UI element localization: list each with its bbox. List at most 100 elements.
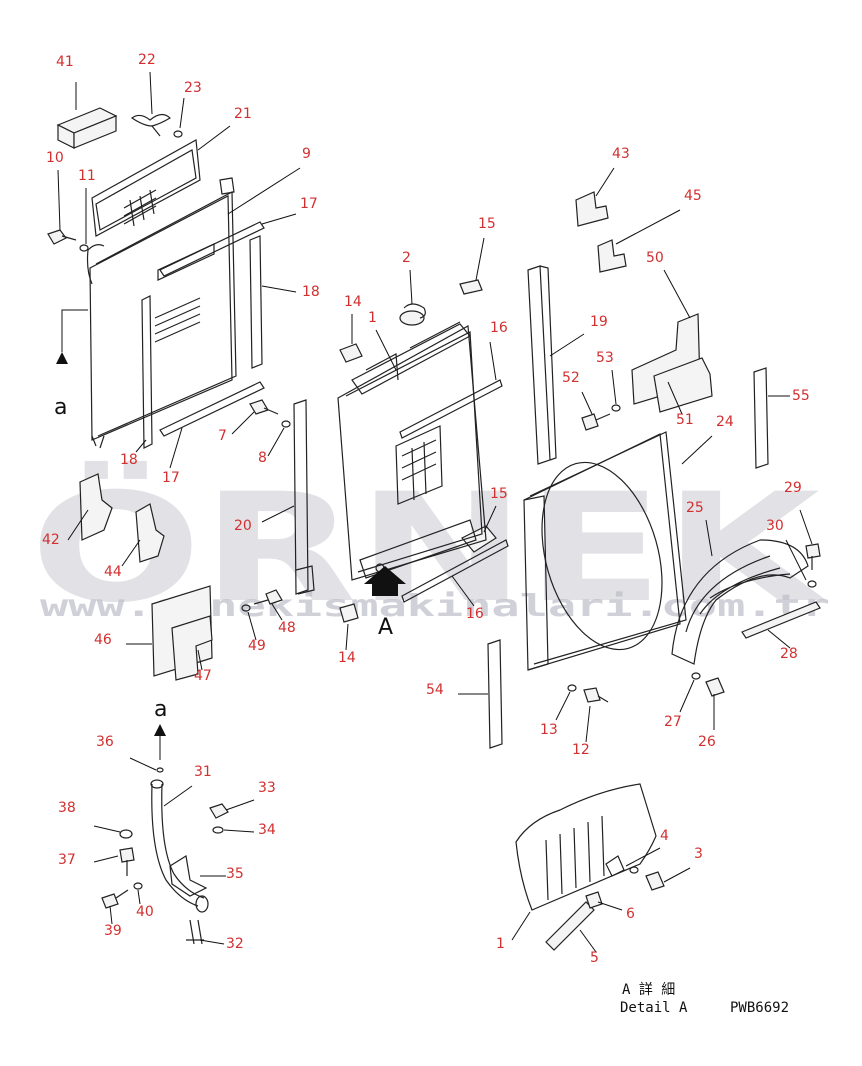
drawing-number: PWB6692 [730, 1000, 789, 1016]
part-19-post-icon [527, 265, 557, 465]
detail-caption: A 詳 細 Detail A PWB6692 [620, 982, 789, 1016]
callout-c16b: 16 [466, 606, 484, 622]
callout-c45: 45 [684, 188, 702, 204]
callout-c1a: 1 [368, 310, 377, 326]
leader-line [93, 825, 121, 833]
marker-arrow-label: A [378, 615, 393, 640]
caption-en: Detail A [620, 1000, 688, 1016]
callout-c24: 24 [716, 414, 734, 430]
callout-c43: 43 [612, 146, 630, 162]
part-31-hose-icon [150, 779, 209, 945]
callout-c22: 22 [138, 52, 156, 68]
callout-c28: 28 [780, 646, 798, 662]
callout-c53: 53 [596, 350, 614, 366]
leader-line [197, 649, 203, 671]
part-37-bolt-icon [101, 847, 143, 909]
part-29-bolt-icon [805, 543, 821, 588]
callout-c52: 52 [562, 370, 580, 386]
leader-line [199, 939, 225, 945]
leader-line [705, 519, 713, 557]
callout-c1b: 1 [496, 936, 505, 952]
callout-c47: 47 [194, 668, 212, 684]
part-52-bolt-icon [581, 404, 621, 431]
callout-c39: 39 [104, 923, 122, 939]
leader-line [767, 629, 791, 649]
callout-c13: 13 [540, 722, 558, 738]
part-43-bracket-icon [575, 191, 627, 273]
leader-line [247, 611, 257, 641]
part-46-plate-icon [151, 585, 213, 681]
callout-c8: 8 [258, 450, 267, 466]
marker-a-top: a [54, 395, 67, 420]
callout-c30: 30 [766, 518, 784, 534]
leader-line [585, 705, 591, 743]
callout-c38: 38 [58, 800, 76, 816]
leader-line [511, 911, 531, 941]
leader-line [451, 575, 475, 607]
part-25-fan-guard-icon [671, 539, 809, 665]
leader-line [93, 855, 119, 863]
leader-line [375, 329, 397, 371]
callout-c11: 11 [78, 168, 96, 184]
callout-c46: 46 [94, 632, 112, 648]
callout-c33: 33 [258, 780, 276, 796]
part-7-bolt-icon [249, 399, 291, 428]
leader-line [667, 381, 683, 415]
callout-c7: 7 [218, 428, 227, 444]
callout-c25: 25 [686, 500, 704, 516]
leader-line [489, 341, 497, 381]
view-arrow-icon [364, 566, 406, 596]
part-42-plate-icon [79, 473, 165, 563]
callout-c14b: 14 [338, 650, 356, 666]
leader-line [197, 125, 231, 151]
view-markers: a a A [54, 309, 406, 760]
callout-c36: 36 [96, 734, 114, 750]
callout-c55: 55 [792, 388, 810, 404]
leader-line [267, 427, 285, 457]
part-50-bracket-icon [631, 313, 713, 413]
callout-c51: 51 [676, 412, 694, 428]
arrow-up-icon [154, 724, 166, 736]
leader-line [57, 169, 61, 231]
leader-line [681, 435, 713, 465]
callout-c29: 29 [784, 480, 802, 496]
part-10-bolt-icon [47, 229, 89, 252]
part-drawings [47, 107, 821, 951]
callout-c18a: 18 [302, 284, 320, 300]
callout-c15b: 15 [490, 486, 508, 502]
part-12-bolt-icon [567, 672, 725, 703]
part-33-nut-icon [119, 767, 229, 839]
leader-line [137, 889, 141, 905]
callout-c42: 42 [42, 532, 60, 548]
callout-c32: 32 [226, 936, 244, 952]
part-17-bar-icon [159, 221, 265, 437]
callout-c19: 19 [590, 314, 608, 330]
leader-line [799, 509, 813, 545]
callout-c9: 9 [302, 146, 311, 162]
caption-jp: A 詳 細 [622, 982, 675, 998]
leader-line [663, 269, 691, 319]
callout-c40: 40 [136, 904, 154, 920]
leader-line [109, 905, 113, 925]
leader-line [663, 867, 691, 883]
part-35-clamp-icon [169, 855, 208, 897]
part-48-bolt-icon [241, 589, 283, 612]
callout-c41: 41 [56, 54, 74, 70]
leader-lines [57, 71, 813, 953]
callout-c20: 20 [234, 518, 252, 534]
part-28-strip-icon [741, 601, 821, 639]
leader-line [67, 509, 89, 541]
leader-line [163, 785, 193, 807]
callout-c49: 49 [248, 638, 266, 654]
part-20-bracket-icon [293, 399, 315, 595]
callout-c34: 34 [258, 822, 276, 838]
part-2-cap-icon [399, 303, 426, 326]
leader-line [549, 333, 585, 357]
leader-line [231, 411, 255, 435]
callout-c18b: 18 [120, 452, 138, 468]
callout-c2: 2 [402, 250, 411, 266]
leader-line [225, 799, 255, 811]
